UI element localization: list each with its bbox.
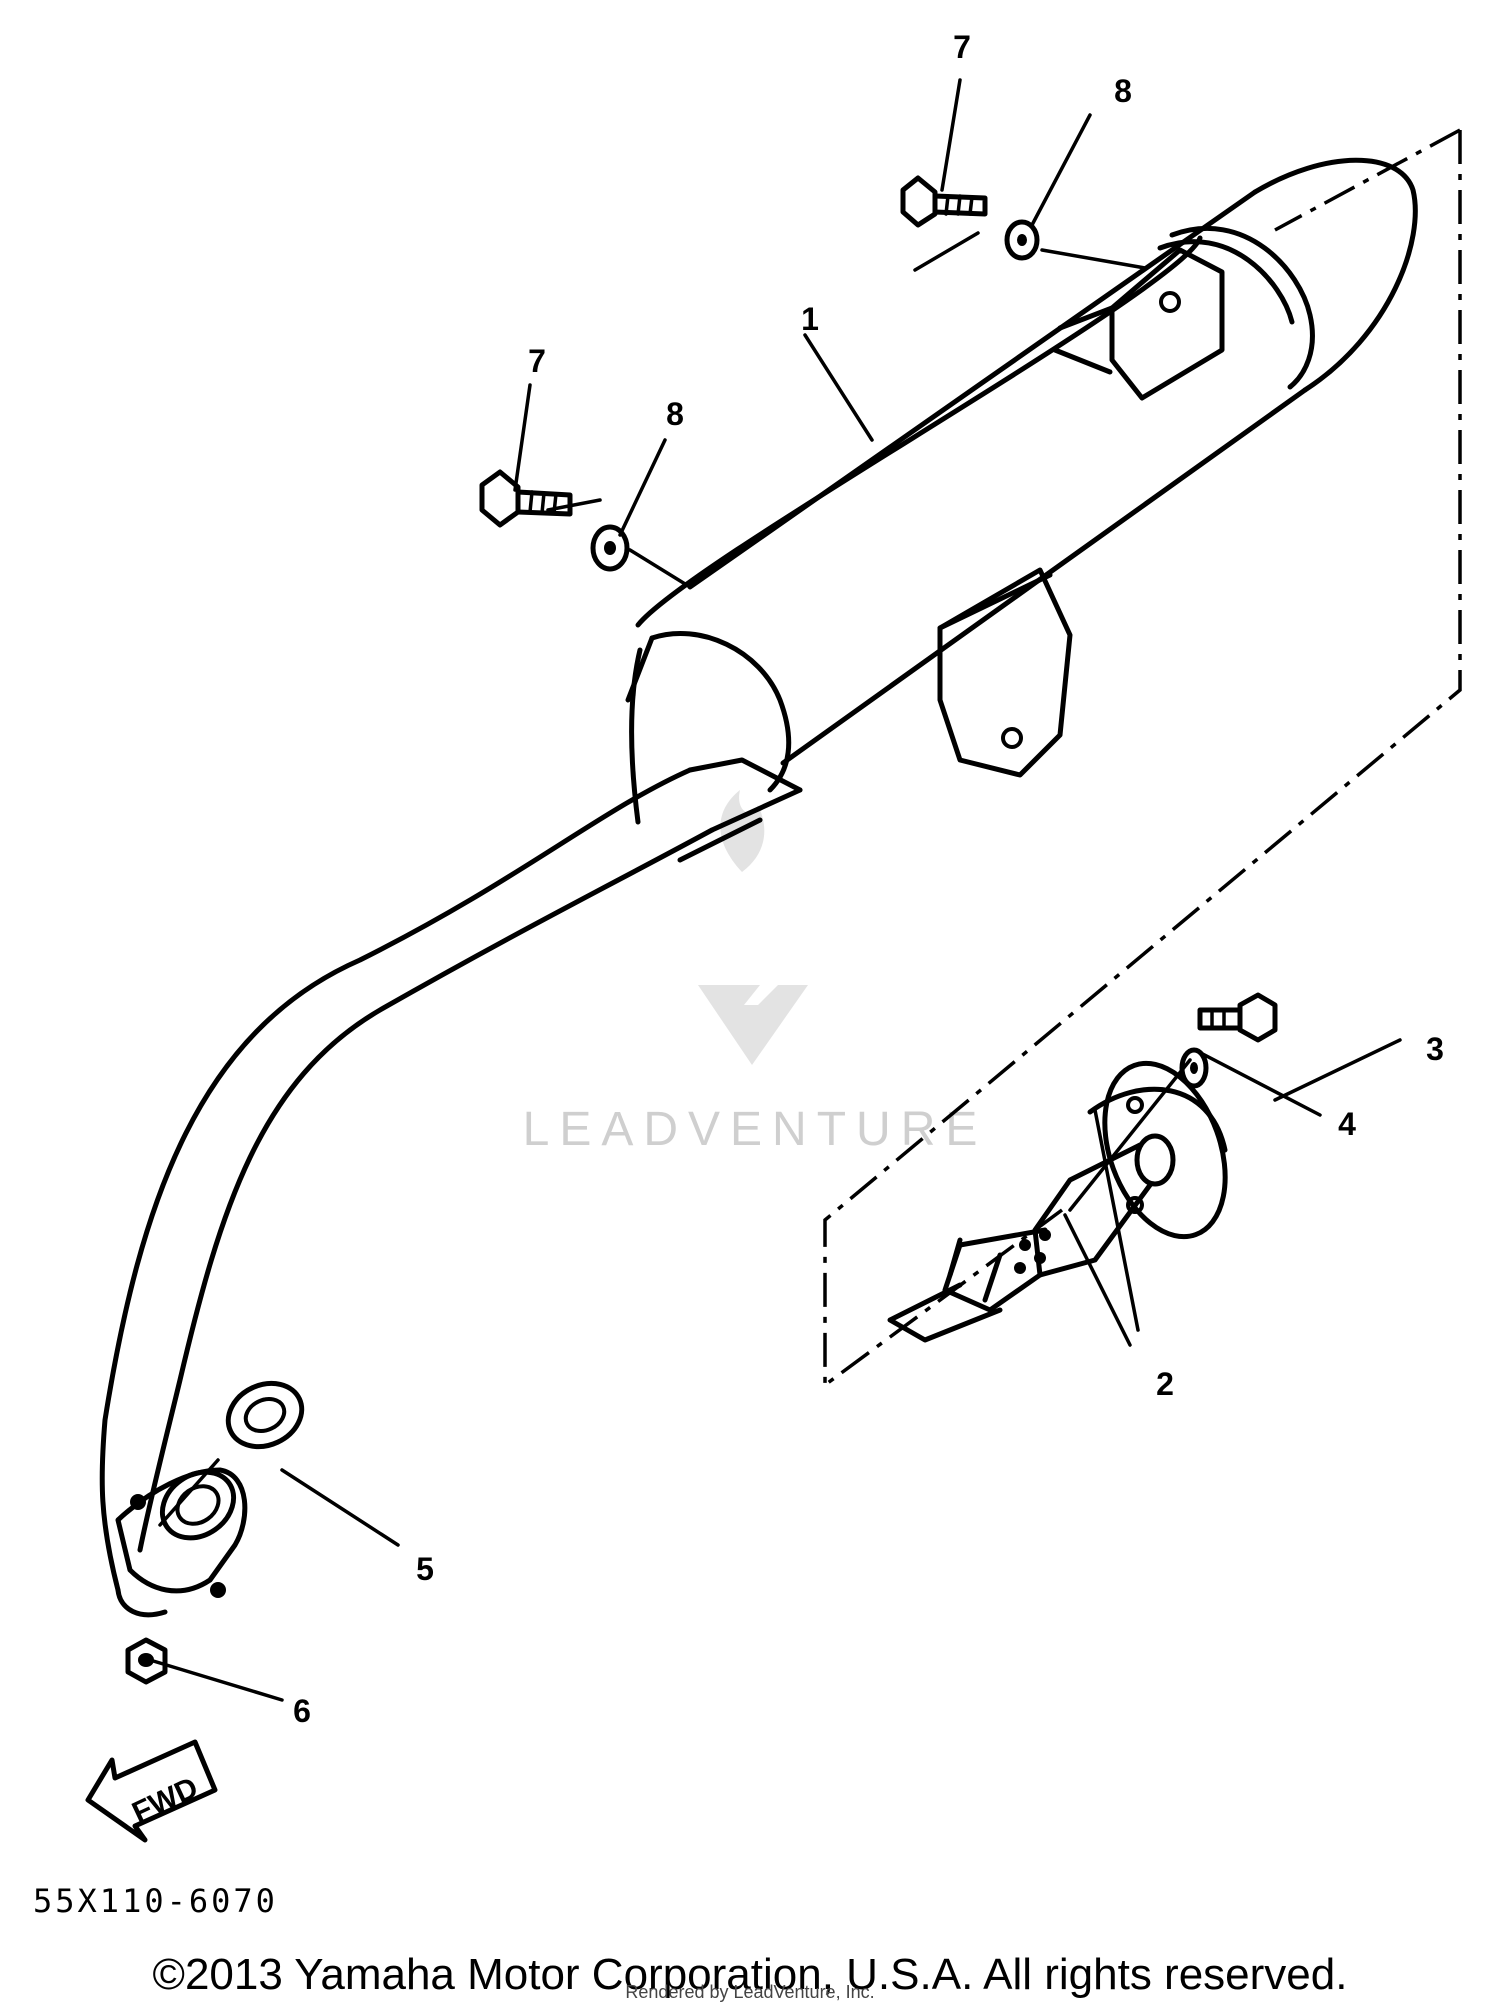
spark-arrester-insert [887,1060,1228,1343]
part-number-6: 6 [293,1693,311,1729]
leadventure-watermark: LEADVENTURE [523,790,988,1156]
bolt-7-lower [479,469,573,528]
leader-lines [148,78,1462,1702]
rendered-by-note: Rendered by LeadVenture, Inc. [625,1982,875,2002]
washer-8-lower [590,524,630,572]
nut-6 [125,1637,168,1685]
part-numbers: 1 2 3 4 5 6 7 8 7 8 [293,29,1444,1729]
gasket-5 [225,1380,305,1450]
screw-3 [1197,992,1278,1043]
part-number-3: 3 [1426,1031,1444,1067]
exhaust-flange [115,1467,248,1598]
watermark-text: LEADVENTURE [523,1103,988,1156]
part-number-8-lower: 8 [666,396,684,432]
part-number-4: 4 [1338,1106,1356,1142]
catalog-code: 55X110-6070 [33,1882,278,1920]
copyright-notice: ©2013 Yamaha Motor Corporation, U.S.A. A… [152,1950,1348,1999]
part-number-2: 2 [1156,1366,1174,1402]
part-number-5: 5 [416,1551,434,1587]
rear-bracket [1052,247,1225,401]
washer-4 [1179,1047,1209,1089]
part-number-8-upper: 8 [1114,73,1132,109]
fwd-label: FWD [127,1771,203,1830]
washer-8-upper [1004,219,1040,261]
exhaust-pipe [99,757,803,1618]
part-number-7-upper: 7 [953,29,971,65]
part-number-1: 1 [801,301,819,337]
part-number-7-lower: 7 [528,343,546,379]
bolt-7-upper [900,175,988,228]
middle-bracket [937,567,1073,778]
fwd-arrow: FWD [85,1739,218,1843]
